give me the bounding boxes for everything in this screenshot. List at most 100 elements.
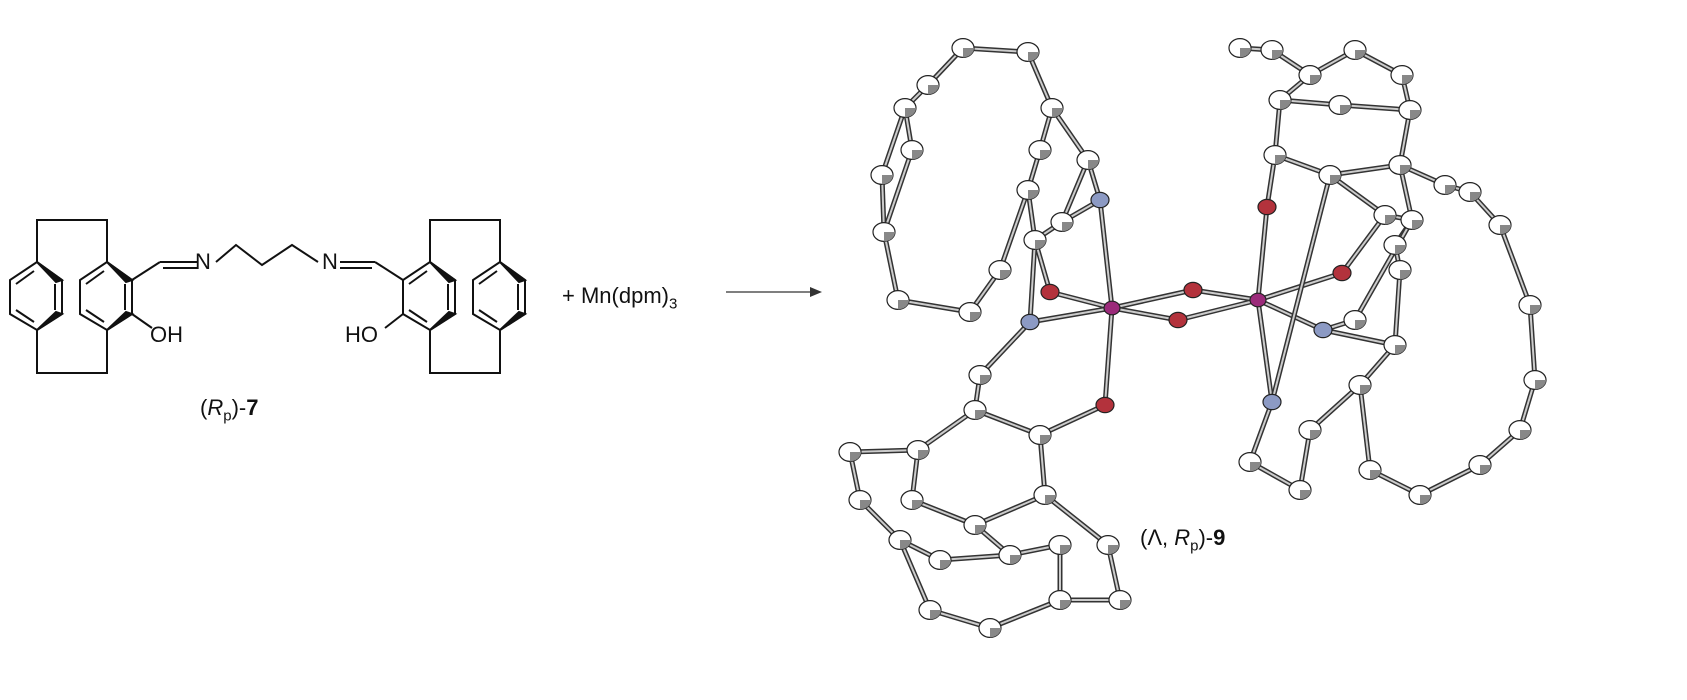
ellipsoid-octant <box>1060 600 1071 610</box>
ellipsoid-octant <box>1355 50 1366 60</box>
ellipsoid-octant <box>963 48 974 58</box>
bond <box>1271 174 1331 403</box>
bond <box>1309 384 1361 431</box>
bond <box>939 554 1011 561</box>
bond <box>899 539 931 611</box>
ellipsoid-octant <box>912 150 923 160</box>
ellipsoid-octant <box>1062 222 1073 232</box>
ellipsoid-octant <box>1088 160 1099 170</box>
ellipsoid-octant <box>1060 545 1071 555</box>
label-part: (Λ, <box>1140 525 1175 550</box>
ellipsoid-octant <box>1028 52 1039 62</box>
bridge-bottom-right <box>429 330 501 374</box>
bond <box>1039 434 1046 496</box>
label-part: )- <box>1198 525 1214 550</box>
bridge-top-left <box>36 219 108 262</box>
label-part: ( <box>200 395 208 420</box>
bond <box>1529 304 1536 381</box>
ellipsoid-octant <box>900 540 911 550</box>
bond <box>881 107 906 176</box>
ellipsoid-octant <box>1535 380 1546 390</box>
oxygen-atom <box>1095 396 1115 414</box>
bond <box>1299 429 1311 491</box>
compound-number: 9 <box>1213 525 1226 550</box>
bond <box>1049 291 1113 309</box>
ellipsoid-octant <box>898 300 910 310</box>
ellipsoid-octant <box>1045 495 1056 505</box>
ellipsoid-octant <box>1412 220 1423 230</box>
compound-number: 7 <box>246 395 259 420</box>
label-part: R <box>1174 525 1191 550</box>
bond <box>1029 239 1036 323</box>
ellipsoid-octant <box>912 500 923 510</box>
bond <box>1099 199 1113 309</box>
bond <box>1039 404 1106 436</box>
ellipsoid-octant <box>860 500 871 510</box>
bond <box>1111 307 1179 321</box>
label-part: p <box>223 407 232 425</box>
ellipsoid-octant <box>1028 190 1039 200</box>
ellipsoid-octant <box>1385 215 1396 225</box>
ellipsoid-octant <box>1310 75 1321 85</box>
ellipsoid-octant <box>1250 462 1261 472</box>
bond <box>883 149 913 233</box>
bond <box>1051 107 1089 161</box>
bond <box>883 231 899 301</box>
ellipsoid-octant <box>1108 545 1119 555</box>
ellipsoid-octant <box>1500 225 1511 235</box>
nitrogen-label: N <box>322 249 338 274</box>
ellipsoid-octant <box>1520 430 1531 440</box>
nitrogen-atom <box>1313 321 1333 339</box>
ellipsoid-octant <box>1275 155 1286 165</box>
ellipsoid-octant <box>1040 150 1051 160</box>
hydroxyl-label: OH <box>150 322 183 347</box>
bond <box>1249 401 1273 463</box>
bond <box>1359 384 1371 471</box>
bond <box>999 189 1029 271</box>
ellipsoid-octant <box>1000 270 1012 280</box>
hydroxyl-label: HO <box>345 322 378 347</box>
ellipsoid-octant <box>1395 245 1406 255</box>
ellipsoid-octant <box>1040 435 1051 445</box>
ellipsoid-octant <box>990 628 1001 638</box>
ortep-crystal-structure <box>838 38 1547 638</box>
nitrogen-atom <box>1020 313 1040 331</box>
oxygen-atom <box>1168 311 1188 329</box>
ellipsoid-octant <box>1400 270 1411 280</box>
bond <box>1257 299 1324 331</box>
ellipsoid-octant <box>884 232 895 242</box>
ellipsoid-octant <box>975 525 987 535</box>
ellipsoid-octant <box>928 85 940 95</box>
bridge-top-right <box>429 219 501 262</box>
ellipsoid-octant <box>1370 470 1381 480</box>
ellipsoid-octant <box>1340 105 1351 115</box>
bond <box>1354 219 1413 321</box>
ligand-structure <box>9 219 528 374</box>
ellipsoid-octant <box>850 452 861 462</box>
bond <box>1329 174 1386 216</box>
ellipsoid-octant <box>1360 385 1371 395</box>
bond <box>1061 159 1089 223</box>
ellipsoid-octant <box>905 108 916 118</box>
reagent-subscript: 3 <box>668 295 678 313</box>
reactant-label: (Rp)-7 <box>200 395 258 424</box>
bond <box>989 599 1061 629</box>
reagent-text: + Mn(dpm) <box>562 283 669 308</box>
ellipsoid-octant <box>1300 490 1311 500</box>
bond <box>1192 289 1259 301</box>
bond <box>897 299 971 313</box>
bond <box>1104 307 1113 406</box>
nitrogen-atom <box>1262 393 1282 411</box>
bond <box>1339 104 1411 111</box>
ellipsoid-octant <box>1395 345 1406 355</box>
ellipsoid-octant <box>975 410 987 420</box>
manganese-atom <box>1249 292 1267 308</box>
label-part: R <box>207 395 224 420</box>
ellipsoid-octant <box>1272 50 1283 60</box>
ellipsoid-octant <box>930 610 941 620</box>
ellipsoid-octant <box>1280 100 1291 110</box>
product-label: (Λ, Rp)-9 <box>1140 525 1225 554</box>
ellipsoid-octant <box>1410 110 1421 120</box>
ellipsoid-octant <box>1310 430 1321 440</box>
